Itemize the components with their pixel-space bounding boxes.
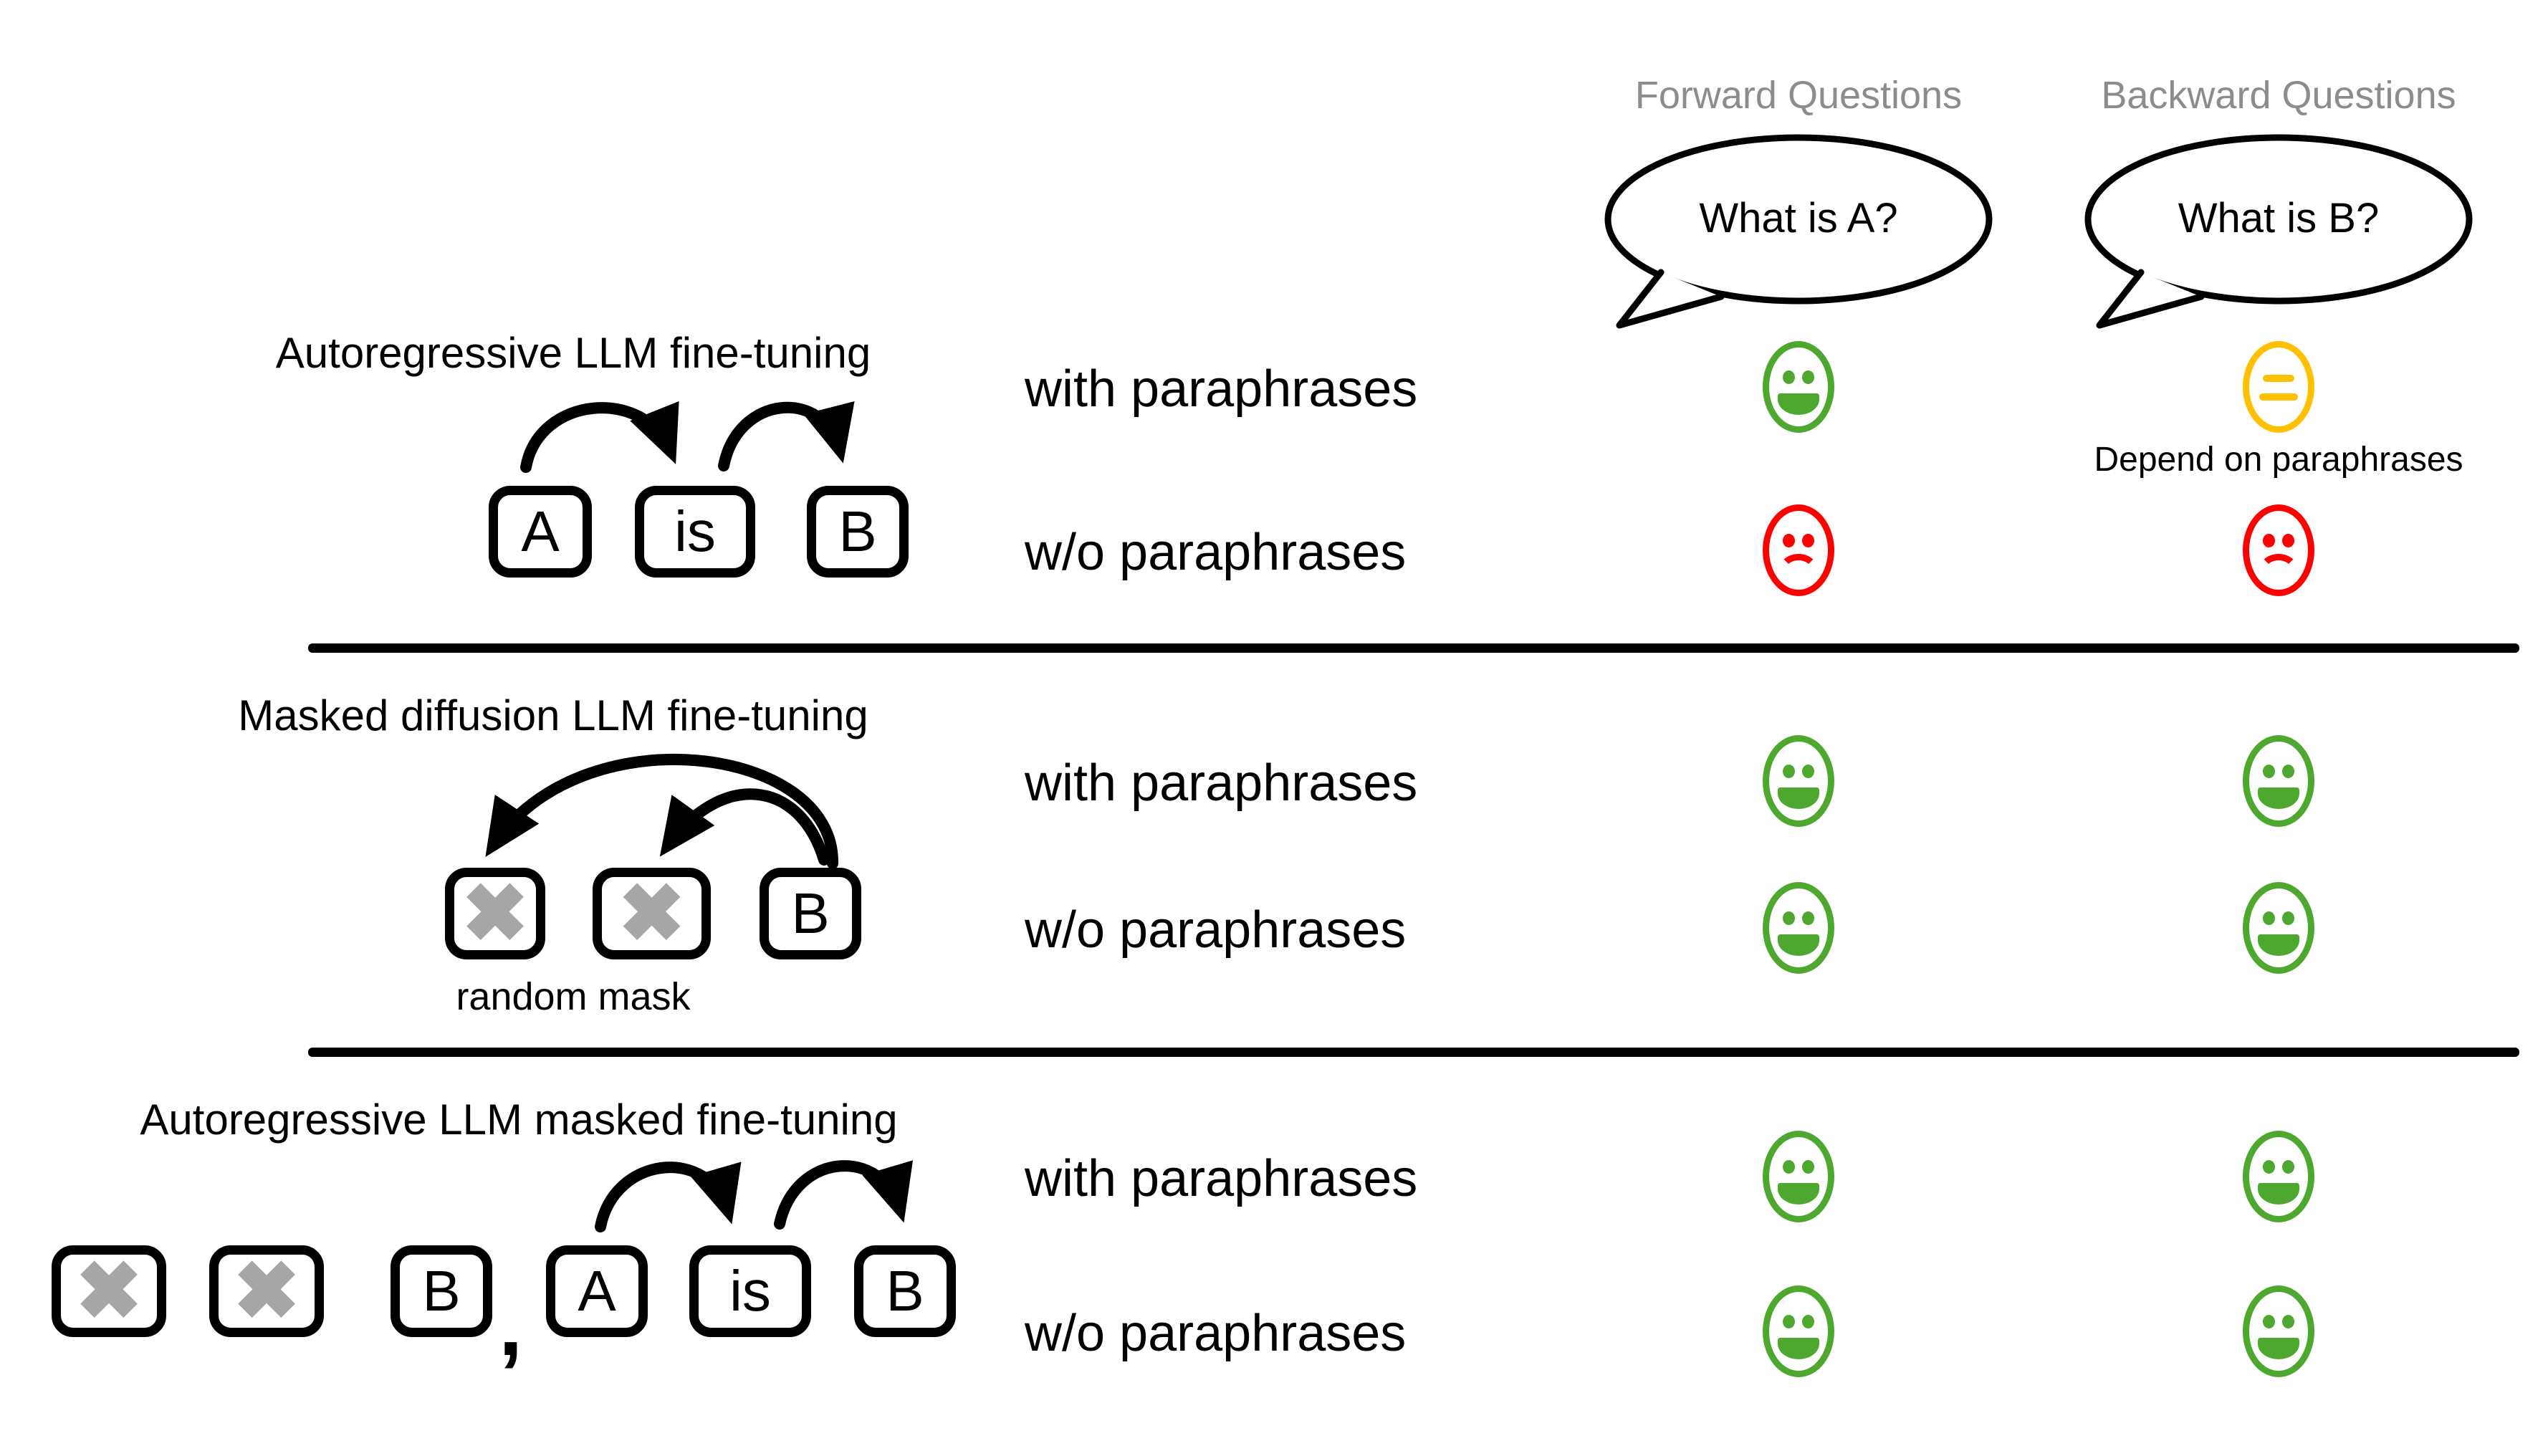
happy-face-icon xyxy=(2243,1131,2314,1222)
happy-face-icon xyxy=(1763,1131,1834,1222)
smile-mouth-icon xyxy=(1778,1338,1819,1359)
next-token-arrow-is-b-2 xyxy=(774,1160,913,1230)
token-box-mask-icon: ✖ xyxy=(52,1245,166,1337)
eye-dash-icon xyxy=(2275,375,2294,382)
paraphrase-dependency-note: Depend on paraphrases xyxy=(2094,441,2463,479)
eye-icon xyxy=(2263,911,2275,925)
token-box-b: B xyxy=(760,868,861,959)
eye-icon xyxy=(1802,765,1814,778)
section-2-title: Masked diffusion LLM fine-tuning xyxy=(238,691,868,739)
row-label-s3-wo: w/o paraphrases xyxy=(1025,1305,1407,1362)
bubble-ellipse xyxy=(1604,134,1993,305)
section-3-title: Autoregressive LLM masked fine-tuning xyxy=(140,1096,898,1144)
row-label-s2-with: with paraphrases xyxy=(1025,755,1418,812)
frown-mouth-icon xyxy=(2259,554,2299,588)
smile-mouth-icon xyxy=(2258,1183,2299,1204)
next-token-arrow-is-b xyxy=(718,401,855,471)
section-divider-2 xyxy=(308,1048,2519,1057)
happy-face-icon xyxy=(2243,1285,2314,1377)
next-token-arrow-a-is xyxy=(520,401,679,473)
bubble-ellipse xyxy=(2084,134,2473,305)
happy-face-icon xyxy=(1763,735,1834,827)
neutral-face-icon xyxy=(2243,341,2314,433)
bubble-tail xyxy=(1616,269,1725,329)
eye-icon xyxy=(1783,911,1795,925)
flat-mouth-icon xyxy=(2259,393,2298,401)
speech-bubble-backward-icon xyxy=(2084,134,2473,329)
frown-mouth-icon xyxy=(1778,554,1819,588)
smile-mouth-icon xyxy=(1778,1183,1819,1204)
eye-icon xyxy=(2263,1315,2275,1328)
row-label-s2-wo: w/o paraphrases xyxy=(1025,901,1407,959)
token-box-mask-icon: ✖ xyxy=(209,1245,324,1337)
next-token-arrow-a-is-2 xyxy=(595,1162,742,1232)
eye-icon xyxy=(1802,911,1814,925)
row-label-s1-wo: w/o paraphrases xyxy=(1025,524,1407,581)
eye-icon xyxy=(1783,370,1795,384)
smile-mouth-icon xyxy=(2258,934,2299,956)
row-label-s3-with: with paraphrases xyxy=(1025,1150,1418,1207)
token-box-a: A xyxy=(489,486,592,578)
smile-mouth-icon xyxy=(1778,934,1819,956)
eye-icon xyxy=(1802,534,1814,547)
eye-icon xyxy=(2263,765,2275,778)
diffusion-arrow-b-mask1 xyxy=(485,754,839,869)
eye-icon xyxy=(2263,1160,2275,1174)
token-box-is: is xyxy=(689,1245,811,1337)
smile-mouth-icon xyxy=(2258,787,2299,809)
eye-icon xyxy=(2282,1160,2294,1174)
random-mask-label: random mask xyxy=(456,975,691,1018)
token-box-b: B xyxy=(807,486,909,578)
bubble-text-backward: What is B? xyxy=(2178,194,2380,241)
eye-icon xyxy=(2282,1315,2294,1328)
section-divider-1 xyxy=(308,643,2519,653)
section-1-title: Autoregressive LLM fine-tuning xyxy=(275,329,871,377)
row-label-s1-with: with paraphrases xyxy=(1025,360,1418,418)
comma-separator: , xyxy=(499,1278,523,1374)
token-box-mask-icon: ✖ xyxy=(593,868,711,959)
eye-icon xyxy=(1783,1160,1795,1174)
bubble-tail xyxy=(2096,269,2205,329)
smile-mouth-icon xyxy=(1778,393,1819,415)
bubble-text-forward: What is A? xyxy=(1699,194,1898,241)
sad-face-icon xyxy=(1763,504,1834,596)
sad-face-icon xyxy=(2243,504,2314,596)
happy-face-icon xyxy=(1763,882,1834,974)
smile-mouth-icon xyxy=(2258,1338,2299,1359)
diffusion-arrow-b-mask2 xyxy=(659,788,830,866)
happy-face-icon xyxy=(1763,1285,1834,1377)
eye-icon xyxy=(1802,1315,1814,1328)
eye-icon xyxy=(1783,534,1795,547)
happy-face-icon xyxy=(2243,735,2314,827)
token-box-a: A xyxy=(546,1245,648,1337)
happy-face-icon xyxy=(1763,341,1834,433)
token-box-is: is xyxy=(635,486,755,578)
eye-icon xyxy=(1783,1315,1795,1328)
smile-mouth-icon xyxy=(1778,787,1819,809)
eye-icon xyxy=(2282,911,2294,925)
column-header-forward: Forward Questions xyxy=(1634,74,1963,117)
token-box-mask-icon: ✖ xyxy=(445,868,545,959)
eye-icon xyxy=(2263,534,2275,547)
token-box-b: B xyxy=(854,1245,956,1337)
token-box-b: B xyxy=(391,1245,492,1337)
column-header-backward: Backward Questions xyxy=(2101,74,2456,117)
eye-icon xyxy=(1802,370,1814,384)
eye-icon xyxy=(1802,1160,1814,1174)
eye-icon xyxy=(1783,765,1795,778)
eye-icon xyxy=(2282,765,2294,778)
happy-face-icon xyxy=(2243,882,2314,974)
eye-dash-icon xyxy=(2263,375,2282,382)
eye-icon xyxy=(2282,534,2294,547)
speech-bubble-forward-icon xyxy=(1604,134,1993,329)
